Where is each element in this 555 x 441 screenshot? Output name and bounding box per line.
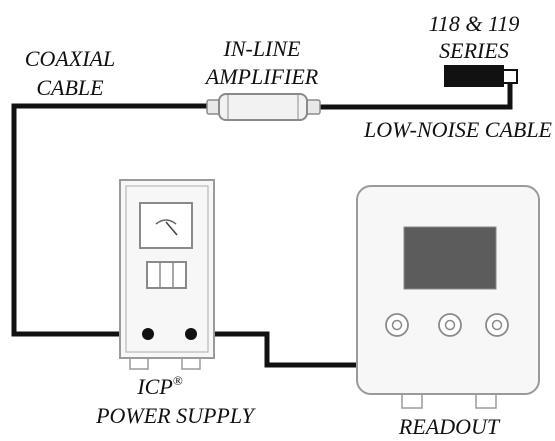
readout bbox=[356, 185, 540, 409]
power-switch bbox=[146, 261, 187, 289]
power-supply-label-icp: ICP bbox=[136, 374, 172, 399]
in-line-amplifier bbox=[206, 93, 321, 121]
power-supply-inner-frame bbox=[125, 185, 209, 353]
meter-scale bbox=[155, 219, 177, 225]
power-supply-jack-right bbox=[185, 328, 197, 340]
readout-knob-2-outer bbox=[438, 313, 462, 337]
coaxial-cable-label-line2: CABLE bbox=[36, 75, 104, 100]
readout-knob-3-inner bbox=[491, 319, 503, 331]
readout-case bbox=[356, 185, 540, 395]
labels: COAXIAL CABLE IN-LINE AMPLIFIER 118 & 11… bbox=[25, 11, 553, 439]
readout-screen bbox=[403, 226, 497, 290]
knob-icon bbox=[385, 313, 509, 337]
sensor-body bbox=[444, 65, 504, 87]
power-supply bbox=[119, 179, 215, 370]
meter-needle bbox=[165, 221, 178, 236]
amplifier-body bbox=[218, 93, 308, 121]
cables bbox=[11, 77, 513, 368]
low-noise-cable bbox=[315, 77, 513, 110]
amplifier-label-line1: IN-LINE bbox=[223, 36, 302, 61]
readout-knob-1-inner bbox=[391, 319, 403, 331]
power-supply-label-line2: POWER SUPPLY bbox=[95, 403, 257, 428]
sensor-label-line1: 118 & 119 bbox=[429, 11, 520, 36]
power-supply-jack-left bbox=[142, 328, 154, 340]
sensor bbox=[444, 65, 518, 87]
analog-meter-icon bbox=[139, 202, 193, 249]
readout-knob-1-outer bbox=[385, 313, 409, 337]
readout-knob-2-inner bbox=[444, 319, 456, 331]
amplifier-end-right bbox=[305, 99, 321, 115]
coaxial-cable bbox=[11, 103, 211, 337]
sensor-label-line2: SERIES bbox=[439, 38, 509, 63]
low-noise-cable-label: LOW-NOISE CABLE bbox=[363, 117, 553, 142]
sensor-connector bbox=[502, 69, 518, 84]
readout-label: READOUT bbox=[398, 414, 501, 439]
readout-cable bbox=[188, 331, 407, 368]
power-supply-label-trademark: ® bbox=[173, 373, 183, 388]
coaxial-cable-label-line1: COAXIAL bbox=[25, 46, 115, 71]
amplifier-label-line2: AMPLIFIER bbox=[204, 64, 319, 89]
power-supply-label-line1: ICP® bbox=[136, 373, 182, 399]
readout-knob-3-outer bbox=[485, 313, 509, 337]
